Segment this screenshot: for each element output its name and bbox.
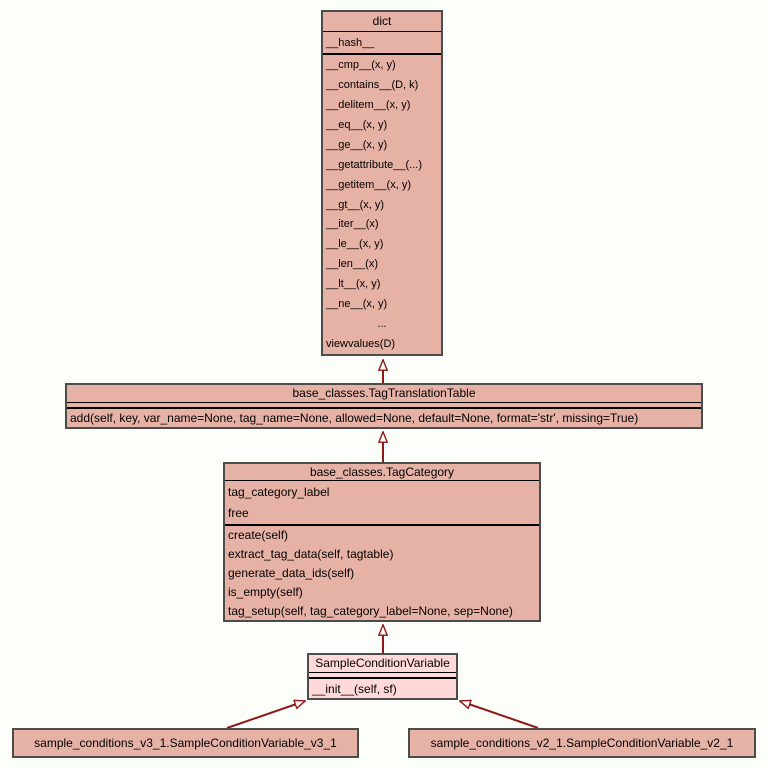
- title-separator: [309, 672, 456, 673]
- method: __getitem__(x, y): [326, 178, 411, 191]
- class-box-sampleconditionvariable-v2-1: sample_conditions_v2_1.SampleConditionVa…: [408, 728, 756, 758]
- class-box-tagtranslationtable: base_classes.TagTranslationTable add(sel…: [65, 383, 703, 429]
- attribute: __hash__: [326, 36, 375, 49]
- class-name: sample_conditions_v2_1.SampleConditionVa…: [430, 736, 734, 750]
- attributes-methods-separator: [309, 677, 456, 679]
- method: __cmp__(x, y): [326, 58, 396, 71]
- method: add(self, key, var_name=None, tag_name=N…: [70, 411, 639, 425]
- methods-section: __cmp__(x, y) __contains__(D, k) __delit…: [323, 55, 441, 354]
- class-box-tagcategory: base_classes.TagCategory tag_category_la…: [223, 462, 541, 622]
- method: __gt__(x, y): [326, 198, 385, 211]
- title-separator: [225, 480, 539, 481]
- method: viewvalues(D): [326, 338, 396, 351]
- method: tag_setup(self, tag_category_label=None,…: [228, 603, 513, 618]
- class-name: base_classes.TagCategory: [309, 465, 455, 479]
- method: __ge__(x, y): [326, 138, 388, 151]
- method: create(self): [228, 528, 289, 543]
- attribute: tag_category_label: [228, 484, 330, 499]
- methods-section: __init__(self, sf): [309, 679, 456, 698]
- class-box-sampleconditionvariable: SampleConditionVariable __init__(self, s…: [307, 653, 458, 700]
- class-name: base_classes.TagTranslationTable: [292, 386, 476, 400]
- edge-v3-to-sampleconditionvariable: [226, 701, 305, 729]
- attributes-methods-separator: [67, 407, 701, 409]
- method: generate_data_ids(self): [228, 565, 355, 580]
- attributes-section: tag_category_label free: [225, 481, 539, 524]
- method: __delitem__(x, y): [326, 98, 411, 111]
- attribute: free: [228, 506, 249, 521]
- title-separator: [323, 31, 441, 32]
- method: is_empty(self): [228, 584, 303, 599]
- title-separator: [67, 402, 701, 403]
- method-ellipsis: ...: [377, 318, 387, 331]
- method: extract_tag_data(self, tagtable): [228, 547, 394, 562]
- methods-section: add(self, key, var_name=None, tag_name=N…: [67, 409, 701, 427]
- attributes-section: __hash__: [323, 32, 441, 53]
- attributes-methods-separator: [323, 53, 441, 55]
- methods-section: create(self) extract_tag_data(self, tagt…: [225, 526, 539, 620]
- method: __lt__(x, y): [326, 278, 381, 291]
- edge-v2-to-sampleconditionvariable: [460, 701, 539, 729]
- class-name: SampleConditionVariable: [315, 656, 450, 670]
- class-name: dict: [372, 14, 392, 28]
- method: __init__(self, sf): [312, 681, 397, 696]
- attributes-methods-separator: [225, 524, 539, 526]
- method: __le__(x, y): [326, 238, 384, 251]
- method: __eq__(x, y): [326, 118, 388, 131]
- method: __iter__(x): [326, 218, 379, 231]
- method: __contains__(D, k): [326, 78, 419, 91]
- class-box-sampleconditionvariable-v3-1: sample_conditions_v3_1.SampleConditionVa…: [12, 728, 359, 758]
- class-box-dict: dict __hash__ __cmp__(x, y) __contains__…: [321, 10, 443, 356]
- method: __ne__(x, y): [326, 298, 388, 311]
- class-name: sample_conditions_v3_1.SampleConditionVa…: [34, 736, 337, 750]
- method: __len__(x): [326, 258, 378, 271]
- method: __getattribute__(...): [326, 158, 423, 171]
